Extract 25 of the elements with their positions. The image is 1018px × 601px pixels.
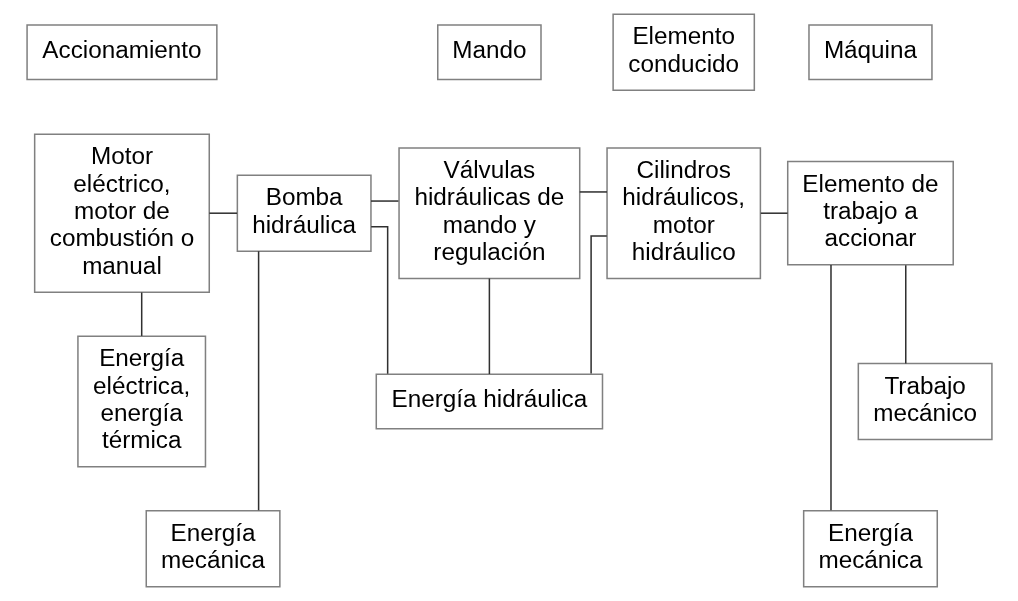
connector: [904, 264, 907, 365]
connector: [589, 235, 608, 375]
node-box: Energía eléctrica, energía térmica: [76, 335, 206, 468]
node-box: Energía mecánica: [802, 510, 938, 588]
connector: [369, 200, 399, 202]
node-box: Elemento de trabajo a accionar: [786, 160, 954, 266]
connector: [208, 212, 238, 214]
connector: [140, 291, 142, 337]
node-box: Máquina: [807, 24, 933, 81]
node-box: Motor eléctrico, motor de combustión o manual: [33, 133, 210, 293]
node-box: Energía mecánica: [145, 510, 281, 588]
node-box: Elemento conducido: [611, 13, 755, 91]
connector: [829, 264, 832, 511]
node-box: Mando: [436, 24, 542, 81]
node-box: Energía hidráulica: [375, 373, 603, 430]
node-box: Accionamiento: [25, 24, 218, 81]
node-box: Bomba hidráulica: [236, 174, 372, 252]
node-box: Cilindros hidráulicos, motor hidráulico: [605, 147, 761, 280]
connector: [578, 191, 608, 193]
connector: [488, 277, 490, 375]
connector: [759, 212, 788, 214]
connector: [257, 250, 259, 511]
connector: [369, 226, 388, 375]
node-box: Trabajo mecánico: [857, 362, 993, 441]
node-box: Válvulas hidráulicas de mando y regulación: [397, 147, 580, 280]
